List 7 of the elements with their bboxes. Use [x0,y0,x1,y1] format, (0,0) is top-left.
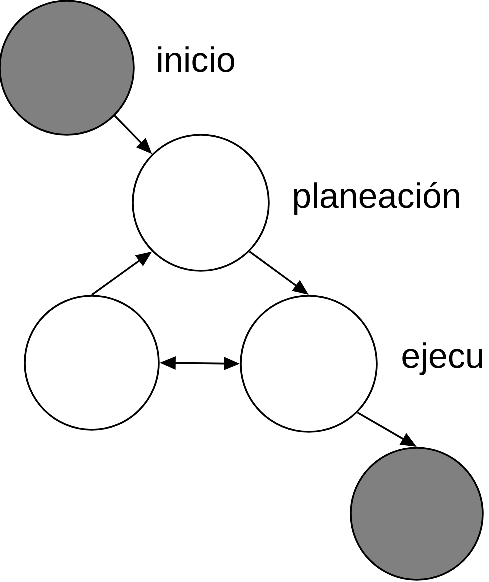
circle [132,134,270,272]
circle [24,295,160,431]
circle [350,447,484,581]
circle [240,295,378,433]
node-label: inicio [158,46,234,72]
node-label: ejecu [402,342,483,376]
node-label: planeación [294,182,460,216]
